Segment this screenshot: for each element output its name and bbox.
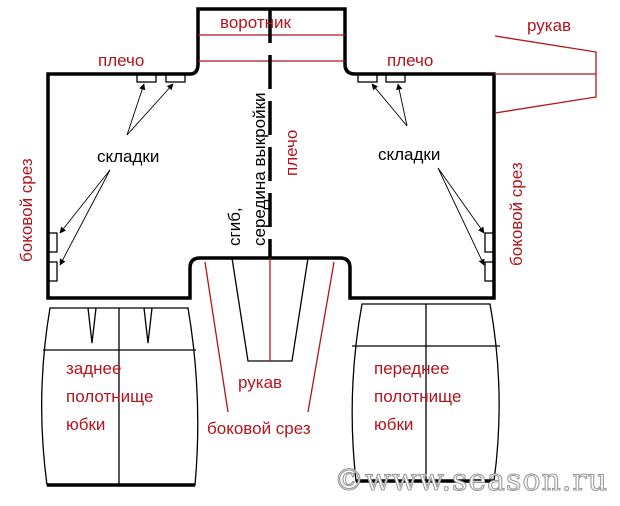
label-back-skirt-3: юбки bbox=[66, 415, 105, 434]
label-pattern-center: середина выкройки bbox=[250, 93, 269, 247]
label-sleeve-bottom: рукав bbox=[238, 373, 282, 392]
label-pleats-right: складки bbox=[378, 145, 440, 164]
front-skirt-piece bbox=[351, 303, 500, 483]
label-side-cut-left: боковой срез bbox=[17, 158, 36, 262]
side-cut-arrow-left bbox=[204, 261, 229, 413]
pleat-marks bbox=[47, 73, 495, 282]
label-shoulder-left: плечо bbox=[98, 51, 144, 70]
label-back-skirt-1: заднее bbox=[66, 359, 121, 378]
label-front-skirt-3: юбки bbox=[374, 415, 413, 434]
label-side-cut-right: боковой срез bbox=[507, 162, 526, 266]
label-shoulder-center: плечо bbox=[282, 130, 301, 176]
label-front-skirt-1: переднее bbox=[374, 359, 449, 378]
label-sleeve-top: рукав bbox=[527, 16, 571, 35]
back-skirt-piece bbox=[41, 307, 199, 487]
label-fold: сгиб, bbox=[225, 207, 244, 246]
label-collar: воротник bbox=[220, 13, 292, 32]
pleat-arrows bbox=[59, 83, 485, 266]
label-front-skirt-2: полотнище bbox=[374, 387, 461, 406]
label-back-skirt-2: полотнище bbox=[66, 387, 153, 406]
label-shoulder-right: плечо bbox=[387, 51, 433, 70]
label-pleats-left: складки bbox=[97, 147, 159, 166]
side-cut-arrow-right bbox=[307, 261, 335, 413]
watermark: ©www.season.ru bbox=[334, 463, 608, 498]
label-side-cut-bottom: боковой срез bbox=[207, 419, 311, 438]
